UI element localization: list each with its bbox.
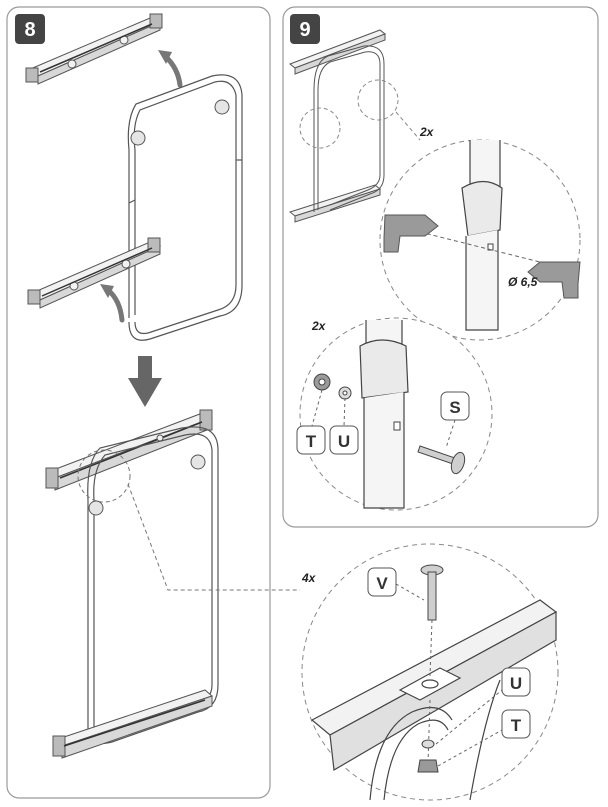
svg-text:S: S: [449, 398, 460, 417]
svg-text:9: 9: [299, 19, 310, 41]
part-label-t: T: [296, 425, 326, 455]
part-label-v: V: [367, 567, 397, 597]
assembled-clamp-left: [88, 500, 104, 516]
detail-leader-line: [127, 483, 300, 591]
part-label-t-detail: T: [501, 709, 531, 739]
assembled-frame: [45, 409, 219, 759]
bolt-s: [417, 445, 466, 475]
step-8-badge: 8: [15, 14, 45, 44]
part-label-u: U: [329, 425, 359, 455]
frame-clamp-right: [214, 99, 230, 115]
bolt-quantity: 2x: [311, 319, 327, 333]
step-8-panel: 8: [6, 6, 300, 799]
step-9-frame: [288, 29, 421, 223]
bolt-detail: 2x S T U: [296, 317, 493, 511]
washer-u-detail: [421, 739, 435, 749]
svg-text:T: T: [306, 432, 317, 451]
assembled-clamp-right: [190, 454, 206, 470]
part-label-s: S: [440, 391, 470, 421]
drill-detail: 2x Ø 6,5: [379, 125, 581, 341]
upper-crossbar: [25, 13, 163, 85]
nut-t: [313, 373, 331, 391]
drill-diameter: Ø 6,5: [508, 275, 538, 289]
frame-clamp-left: [130, 130, 146, 146]
next-stage-arrow: [128, 356, 162, 407]
step-9-badge: 9: [290, 14, 320, 44]
svg-text:T: T: [511, 716, 522, 735]
step-9-panel: 9: [282, 6, 599, 528]
svg-text:V: V: [376, 574, 388, 593]
part-label-u-detail: U: [501, 667, 531, 697]
svg-text:U: U: [510, 674, 522, 693]
nut-t-detail: [417, 759, 439, 773]
svg-text:8: 8: [24, 19, 35, 41]
crossbar-bolt-detail: 4x V U T: [301, 543, 559, 801]
drill-icon-right: [527, 261, 581, 299]
svg-text:U: U: [338, 432, 350, 451]
detail-focus-circle: [77, 449, 131, 503]
lower-crossbar: [27, 237, 162, 309]
washer-u: [338, 386, 352, 400]
drill-icon-left: [383, 214, 439, 253]
drill-quantity: 2x: [419, 125, 435, 139]
frame-loose: [127, 74, 243, 341]
detail-quantity: 4x: [301, 571, 317, 585]
